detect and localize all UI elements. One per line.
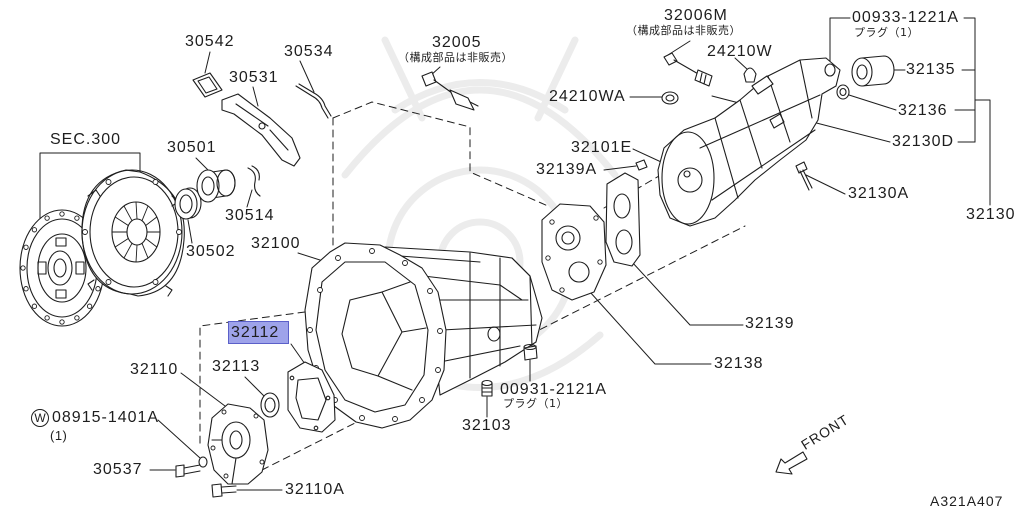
part-label-30537[interactable]: 30537 <box>93 461 143 478</box>
part-label-32103[interactable]: 32103 <box>462 417 512 434</box>
part-label-24210WA[interactable]: 24210WA <box>549 88 626 105</box>
part-label-32112[interactable]: 32112 <box>227 321 290 344</box>
part-label-00933-1221A[interactable]: 00933-1221A <box>852 9 960 26</box>
harness-clip-drawing <box>743 67 757 83</box>
washer-symbol-icon: W <box>31 409 49 427</box>
cover-bolt-drawing <box>175 464 201 478</box>
part-label-30542[interactable]: 30542 <box>185 33 235 50</box>
part-label-32135[interactable]: 32135 <box>906 61 956 78</box>
adapter-bolt-drawing <box>635 159 648 171</box>
part-note-00933-1221A: プラグ（1） <box>854 26 919 39</box>
part-label-32139[interactable]: 32139 <box>745 315 795 332</box>
part-label-30531[interactable]: 30531 <box>229 69 279 86</box>
part-label-30534[interactable]: 30534 <box>284 43 334 60</box>
part-label-32130A[interactable]: 32130A <box>848 185 910 202</box>
section-reference-label[interactable]: SEC.300 <box>50 131 122 148</box>
harness-clip-small-drawing <box>661 91 679 105</box>
cover-bolt-long-drawing <box>211 483 237 498</box>
part-label-32110[interactable]: 32110 <box>130 361 179 378</box>
part-label-32113[interactable]: 32113 <box>212 358 261 375</box>
part-label-30502[interactable]: 30502 <box>186 243 236 260</box>
part-note-00931-2121A: プラグ（1） <box>503 397 568 410</box>
rear-bushing-drawing <box>851 55 895 87</box>
part-label-32136[interactable]: 32136 <box>898 102 948 119</box>
part-note-32006M: （構成部品は非販売） <box>626 24 741 37</box>
part-note-32005: （構成部品は非販売） <box>398 51 513 64</box>
speed-sensor-drawing <box>421 71 479 111</box>
front-oil-seal-drawing <box>260 392 280 418</box>
extension-bolt-drawing <box>795 161 813 191</box>
adapter-gasket-drawing <box>605 172 641 267</box>
lever-spring-drawing <box>295 83 332 119</box>
rear-extension-drawing <box>657 57 841 227</box>
drain-plug-drawing <box>481 379 493 397</box>
rear-oil-seal-drawing <box>836 84 850 100</box>
washer-drawing <box>198 456 208 468</box>
adapter-plate-drawing <box>541 203 607 301</box>
plug-lower-drawing <box>523 343 538 361</box>
retainer-clip-drawing <box>247 165 261 197</box>
front-direction-arrow-icon <box>775 451 808 475</box>
part-label-24210W[interactable]: 24210W <box>707 43 773 60</box>
part-label-30514[interactable]: 30514 <box>225 207 275 224</box>
speedometer-sleeve-drawing <box>663 52 713 87</box>
part-label-32101E[interactable]: 32101E <box>571 139 633 156</box>
front-cover-gasket-drawing <box>287 361 336 433</box>
part-label-32130D[interactable]: 32130D <box>892 133 955 150</box>
part-label-00931-2121A[interactable]: 00931-2121A <box>500 381 608 398</box>
release-bearing-drawing <box>196 169 236 203</box>
plug-upper-drawing <box>824 63 836 77</box>
dust-boot-drawing <box>192 72 223 98</box>
pilot-bearing-drawing <box>174 187 202 220</box>
part-label-32110A[interactable]: 32110A <box>285 481 345 498</box>
part-label-32005[interactable]: 32005 <box>432 34 482 51</box>
part-label-32139A[interactable]: 32139A <box>536 161 598 178</box>
part-label-08915-1401A[interactable]: 08915-1401A <box>52 409 160 426</box>
part-label-30501[interactable]: 30501 <box>167 139 217 156</box>
part-label-32006M[interactable]: 32006M <box>664 7 728 24</box>
clutch-cover-drawing <box>81 169 185 297</box>
part-label-32100[interactable]: 32100 <box>251 235 301 252</box>
figure-code: A321A407 <box>930 493 1004 509</box>
withdrawal-lever-drawing <box>221 93 301 167</box>
dowel-pin-drawing <box>683 170 691 178</box>
leader-lines <box>39 17 991 491</box>
part-note-08915-1401A: (1) <box>50 428 68 443</box>
front-cover-drawing <box>207 403 269 485</box>
part-label-32130[interactable]: 32130 <box>966 206 1016 223</box>
part-label-32138[interactable]: 32138 <box>714 355 764 372</box>
